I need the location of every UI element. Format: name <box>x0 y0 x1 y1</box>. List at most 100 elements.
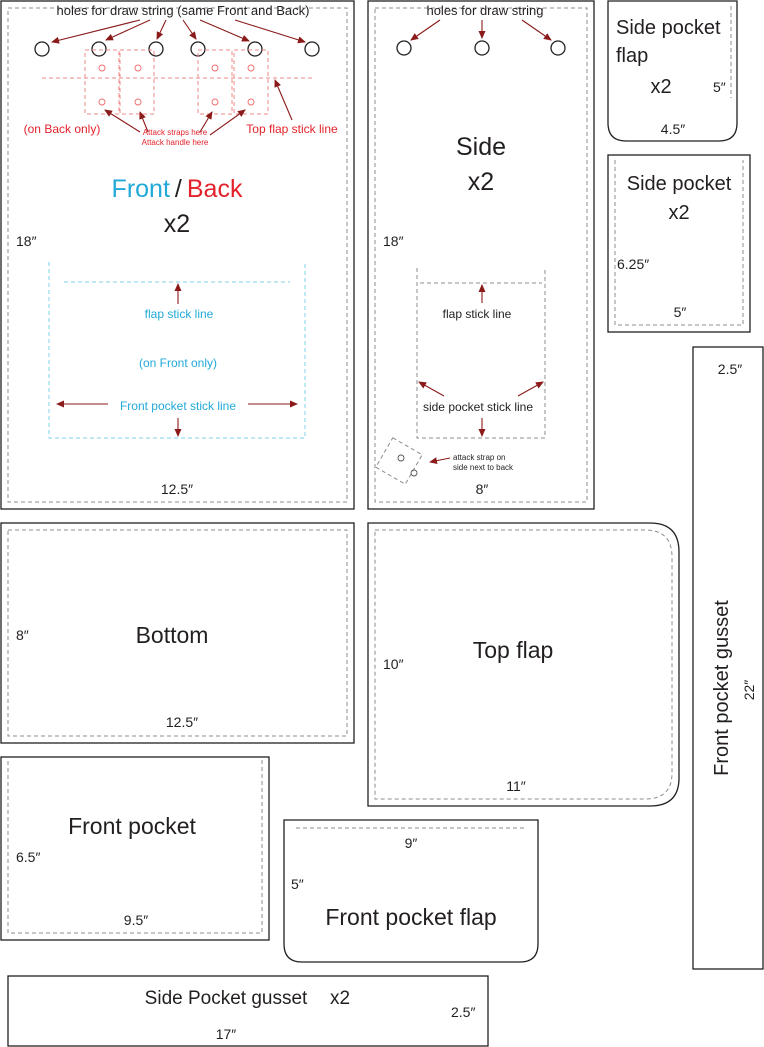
arrow <box>139 111 149 133</box>
top-flap-line-label: Top flap stick line <box>246 122 338 136</box>
side-piece: holes for draw string Side x2 18″ 8″ fla… <box>367 0 595 510</box>
side-flap-line-label: flap stick line <box>443 307 512 321</box>
top-flap-height: 10″ <box>383 656 404 672</box>
side-pocket-title: Side pocket <box>627 173 732 195</box>
side-width: 8″ <box>476 481 489 497</box>
side-pocket-gusset-qty: x2 <box>330 988 350 1009</box>
rivet-mark <box>247 64 255 72</box>
side-pocket-flap-qty: x2 <box>650 76 671 98</box>
arrow <box>234 19 306 44</box>
front-pocket-outline <box>0 756 270 941</box>
strap-attach-area <box>197 49 233 115</box>
side-holes-note: holes for draw string <box>426 3 543 18</box>
arrow <box>104 109 141 133</box>
top-flap-outline <box>367 522 680 807</box>
arrow <box>199 111 213 133</box>
top-flap-title: Top flap <box>473 637 554 663</box>
on-back-only-note: (on Back only) <box>24 122 101 136</box>
front-pocket-width: 9.5″ <box>124 912 148 928</box>
arrow <box>51 19 141 44</box>
front-pocket-flap-outline <box>283 819 539 963</box>
top-flap-seam <box>374 529 673 800</box>
flap-line-label: flap stick line <box>145 307 214 321</box>
arrow <box>274 79 293 121</box>
side-pocket-flap-width: 4.5″ <box>661 121 685 137</box>
arrow <box>429 457 451 465</box>
drawstring-hole <box>91 41 107 57</box>
side-pocket-piece: Side pocket x2 6.25″ 5″ <box>607 154 751 333</box>
arrow <box>105 19 151 41</box>
rivet-mark <box>98 64 106 72</box>
arrow <box>410 19 441 41</box>
drawstring-hole <box>304 41 320 57</box>
front-back-seam-allowance <box>7 7 348 503</box>
front-pocket-flap-piece: 9″ 5″ Front pocket flap <box>283 819 539 963</box>
side-pocket-flap-title-2: flap <box>616 45 648 67</box>
front-pocket-flap-width: 9″ <box>405 835 418 851</box>
bottom-outline <box>0 522 355 744</box>
side-pocket-line-label: side pocket stick line <box>423 400 533 414</box>
attach-handle-note: Attack handle here <box>142 138 209 147</box>
rivet-mark <box>211 98 219 106</box>
bottom-seam <box>7 529 348 737</box>
front-back-piece: holes for draw string (same Front and Ba… <box>0 0 355 510</box>
rivet-mark <box>98 98 106 106</box>
bottom-piece: Bottom 8″ 12.5″ <box>0 522 355 744</box>
side-strap-attach-area <box>375 437 423 485</box>
strap-attach-area <box>84 49 120 115</box>
pocket-line-label: Front pocket stick line <box>120 399 236 413</box>
front-pocket-gusset-outline <box>692 346 764 970</box>
side-pocket-qty: x2 <box>668 202 689 224</box>
arrow <box>156 19 167 40</box>
side-qty: x2 <box>468 168 494 196</box>
side-pocket-gusset-piece: Side Pocket gusset x2 2.5″ 17″ <box>7 975 489 1047</box>
side-pocket-flap-outline <box>607 0 738 142</box>
side-pocket-placement <box>416 268 546 439</box>
attach-straps-note: Attack straps here <box>143 128 208 137</box>
front-pocket-piece: Front pocket 6.5″ 9.5″ <box>0 756 270 941</box>
side-pocket-width: 5″ <box>674 304 687 320</box>
front-pocket-gusset-piece: 2.5″ Front pocket gusset 22″ <box>692 346 764 970</box>
strap-attach-area <box>119 49 155 115</box>
arrow <box>209 109 246 136</box>
side-height: 18″ <box>383 233 404 249</box>
drawstring-hole <box>148 41 164 57</box>
side-pocket-gusset-title: Side Pocket gusset <box>145 988 308 1009</box>
rivet-mark <box>211 64 219 72</box>
side-pocket-outline <box>607 154 751 333</box>
side-pocket-flap-height: 5″ <box>713 79 726 95</box>
front-back-holes-note: holes for draw string (same Front and Ba… <box>57 3 310 18</box>
drawstring-hole <box>474 40 490 56</box>
front-pocket-title: Front pocket <box>68 813 196 839</box>
side-strap-note-2: side next to back <box>453 463 514 472</box>
front-back-height: 18″ <box>16 233 37 249</box>
side-pocket-gusset-outline <box>7 975 489 1047</box>
top-flap-piece: Top flap 10″ 11″ <box>367 522 680 807</box>
drawstring-hole <box>247 41 263 57</box>
side-pocket-gusset-length: 17″ <box>216 1026 237 1042</box>
front-pocket-flap-height: 5″ <box>291 876 304 892</box>
rivet-mark <box>134 98 142 106</box>
front-pocket-height: 6.5″ <box>16 849 40 865</box>
drawstring-hole <box>34 41 50 57</box>
front-pocket-flap-title: Front pocket flap <box>325 904 496 930</box>
on-front-only-note: (on Front only) <box>139 356 217 370</box>
front-pocket-gusset-width: 2.5″ <box>718 361 742 377</box>
front-back-qty: x2 <box>164 210 190 238</box>
side-seam-allowance <box>374 7 588 503</box>
arrow <box>517 381 544 397</box>
arrow <box>418 381 445 397</box>
arrow <box>521 19 552 41</box>
strap-attach-area <box>233 49 269 115</box>
side-pocket-flap-title-1: Side pocket <box>616 17 721 39</box>
front-pocket-gusset-title: Front pocket gusset <box>711 600 733 776</box>
front-back-title: Front/Back <box>112 175 243 203</box>
arrow <box>199 19 250 42</box>
drawstring-hole <box>396 40 412 56</box>
front-pocket-placement <box>48 262 306 439</box>
bottom-title: Bottom <box>136 622 209 648</box>
rivet-mark <box>410 469 418 477</box>
side-pocket-gusset-width: 2.5″ <box>451 1004 475 1020</box>
side-pocket-height: 6.25″ <box>617 256 649 272</box>
